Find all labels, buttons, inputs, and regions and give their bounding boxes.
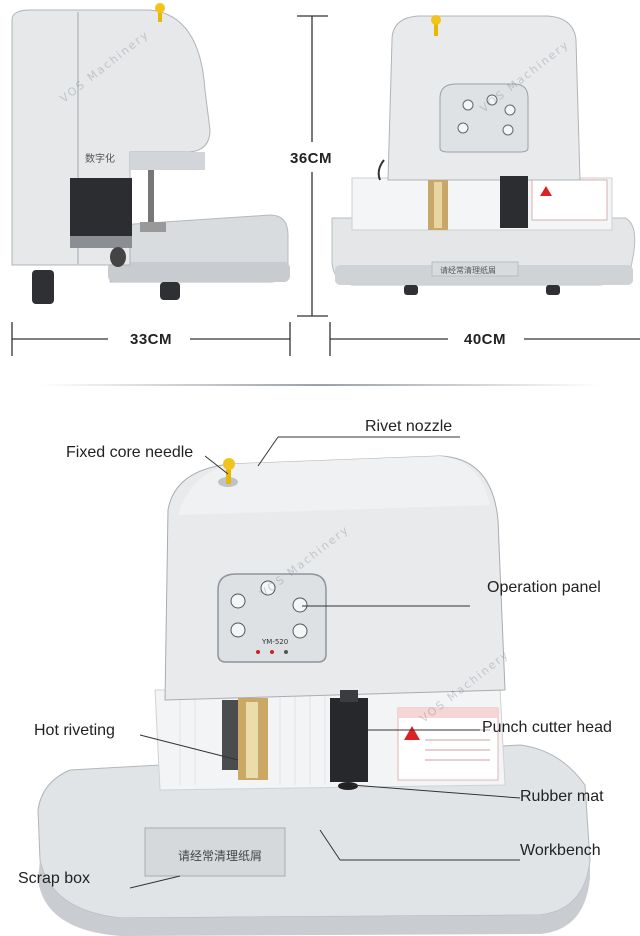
callout-punch-cutter-head: Punch cutter head [482, 719, 612, 736]
callout-rubber-mat: Rubber mat [520, 788, 604, 805]
callout-hot-riveting: Hot riveting [34, 722, 115, 739]
dimension-views: 数字化 请经常清理纸屑 [11, 3, 640, 356]
labelled-machine-view: 请经常清理纸屑 YM-520 [37, 436, 591, 936]
callout-operation-panel: Operation panel [487, 579, 601, 596]
callout-workbench: Workbench [520, 842, 601, 859]
depth-dimension-label: 33CM [130, 331, 173, 348]
svg-text:请经常清理纸屑: 请经常清理纸屑 [440, 265, 496, 275]
callout-lines [129, 436, 521, 889]
callout-scrap-box: Scrap box [18, 870, 91, 887]
width-dimension-line [329, 322, 640, 356]
scrap-box-text: 请经常清理纸屑 [178, 849, 262, 863]
machine-large: 请经常清理纸屑 YM-520 [37, 455, 591, 936]
panel-model-text: YM-520 [261, 638, 288, 646]
svg-text:数字化: 数字化 [85, 152, 115, 165]
front-view-machine: 请经常清理纸屑 [331, 15, 636, 295]
depth-dimension-line [11, 322, 291, 356]
width-dimension-label: 40CM [464, 331, 507, 348]
section-divider [40, 384, 600, 386]
side-view-machine: 数字化 [11, 3, 290, 304]
height-dimension-label: 36CM [290, 150, 333, 167]
callout-rivet-nozzle: Rivet nozzle [365, 418, 453, 435]
callout-fixed-core-needle: Fixed core needle [66, 444, 194, 461]
height-dimension-line [297, 15, 328, 317]
